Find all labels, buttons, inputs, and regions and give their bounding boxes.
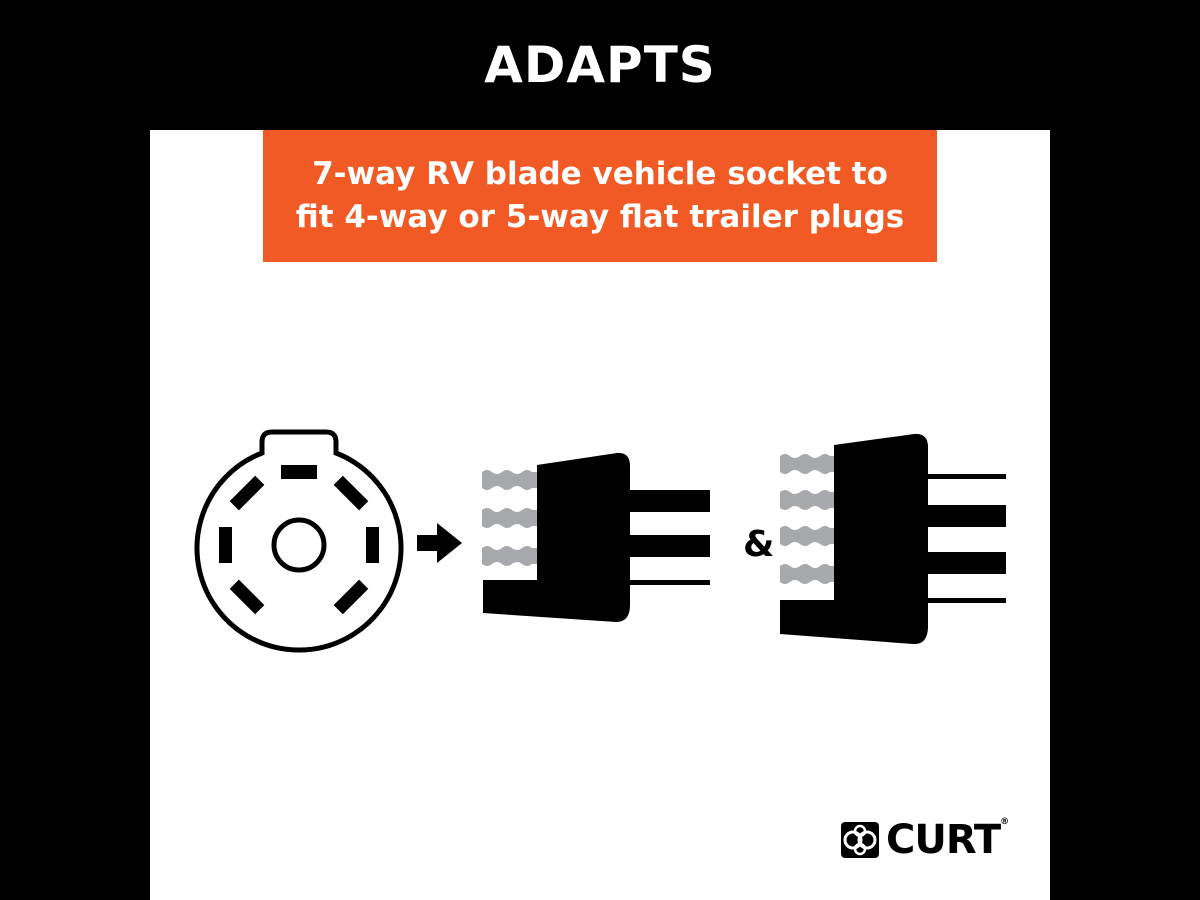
header-bar: ADAPTS [150, 0, 1050, 130]
curt-logo-mark-icon [841, 822, 879, 858]
banner-line-2: fit 4-way or 5-way flat trailer plugs [295, 199, 905, 235]
registered-mark: ® [1000, 817, 1009, 827]
content-panel: ADAPTS 7-way RV blade vehicle socket to … [150, 0, 1050, 900]
seven-way-socket-icon [194, 429, 404, 653]
logo-wordmark: CURT [886, 817, 1001, 863]
curt-logo: CURT® [840, 817, 1010, 863]
banner-line-1: 7-way RV blade vehicle socket to [312, 156, 888, 192]
four-way-flat-plug-icon [482, 452, 710, 622]
description-banner: 7-way RV blade vehicle socket to fit 4-w… [263, 130, 937, 262]
ampersand-label: & [743, 524, 774, 565]
arrow-right-icon [417, 523, 462, 563]
adapter-diagram: & [194, 429, 1006, 653]
five-way-flat-plug-icon [780, 433, 1006, 645]
curt-logo-text: CURT® [886, 817, 1009, 863]
page-title: ADAPTS [484, 36, 716, 94]
